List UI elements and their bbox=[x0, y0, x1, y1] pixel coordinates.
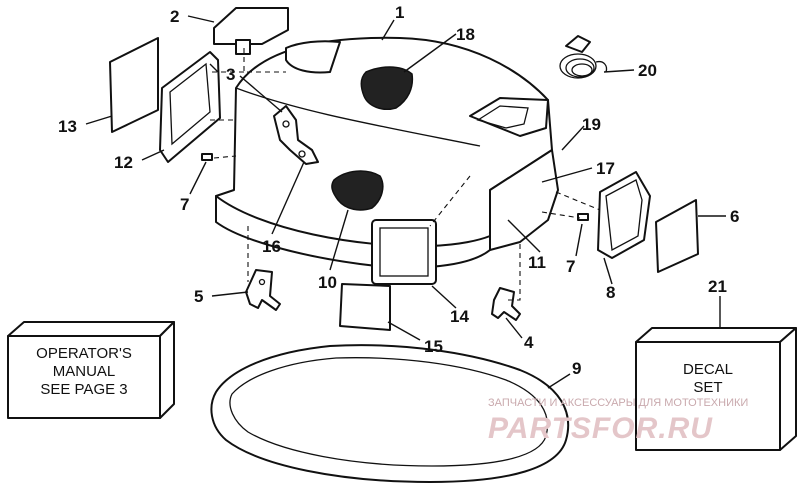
operators-manual-line-2: MANUAL bbox=[53, 363, 116, 380]
callout-8: 8 bbox=[606, 283, 615, 302]
operators-manual-line-3: SEE PAGE 3 bbox=[40, 381, 127, 398]
decal-set-line-2: SET bbox=[693, 379, 722, 396]
part-10-foam-pad bbox=[331, 170, 384, 211]
watermark-brand: PARTSFOR.RU bbox=[488, 412, 713, 445]
callout-17: 17 bbox=[596, 159, 615, 178]
callout-11: 11 bbox=[528, 253, 546, 272]
operators-manual-box: OPERATOR'S MANUAL SEE PAGE 3 bbox=[7, 321, 175, 419]
callout-7-left: 7 bbox=[180, 195, 189, 214]
callout-13: 13 bbox=[58, 117, 77, 136]
callout-5: 5 bbox=[194, 287, 203, 306]
part-20-coiled-cord bbox=[559, 35, 608, 79]
watermark-tagline: ЗАПЧАСТИ И АКСЕССУАРЫ ДЛЯ МОТОТЕХНИКИ bbox=[488, 397, 748, 409]
part-13-decal-sheet bbox=[109, 37, 159, 133]
assembly-guide-lines bbox=[210, 48, 601, 301]
callout-21: 21 bbox=[708, 277, 727, 296]
callout-numbers: 1 2 3 4 5 6 7 7 8 9 10 11 12 13 14 15 16… bbox=[58, 3, 739, 378]
callout-14: 14 bbox=[450, 307, 469, 326]
part-2-vent-cap bbox=[213, 7, 289, 55]
part-18-foam-pad bbox=[360, 66, 414, 110]
callout-19: 19 bbox=[582, 115, 601, 134]
decal-set-box: DECAL SET bbox=[635, 327, 797, 451]
callout-1: 1 bbox=[395, 3, 404, 22]
callout-4: 4 bbox=[524, 333, 534, 352]
decal-set-line-1: DECAL bbox=[683, 361, 733, 378]
part-6-decal bbox=[655, 199, 699, 273]
callout-9: 9 bbox=[572, 359, 581, 378]
part-8-side-panel bbox=[597, 171, 651, 259]
part-3-16-latch bbox=[273, 105, 319, 165]
callout-12: 12 bbox=[114, 153, 133, 172]
callout-15: 15 bbox=[424, 337, 443, 356]
part-5-bracket bbox=[245, 269, 281, 311]
part-19-rear-housing bbox=[489, 149, 559, 251]
part-12-access-panel bbox=[159, 51, 221, 163]
leader-lines bbox=[85, 15, 726, 389]
callout-7-right: 7 bbox=[566, 257, 575, 276]
callout-16: 16 bbox=[262, 237, 281, 256]
part-4-bracket bbox=[491, 287, 521, 321]
callout-20: 20 bbox=[638, 61, 657, 80]
part-15-decal bbox=[339, 283, 391, 331]
part-14-side-panel bbox=[371, 219, 437, 285]
part-7-screw-left bbox=[201, 153, 213, 161]
operators-manual-line-1: OPERATOR'S bbox=[36, 345, 132, 362]
partsfor-watermark: ЗАПЧАСТИ И АКСЕССУАРЫ ДЛЯ МОТОТЕХНИКИ PA… bbox=[488, 397, 748, 445]
callout-2: 2 bbox=[170, 7, 179, 26]
callout-10: 10 bbox=[318, 273, 337, 292]
callout-3: 3 bbox=[226, 65, 235, 84]
callout-6: 6 bbox=[730, 207, 739, 226]
callout-18: 18 bbox=[456, 25, 475, 44]
part-7-screw-right bbox=[577, 213, 589, 221]
part-9-seal-ring bbox=[210, 344, 570, 483]
